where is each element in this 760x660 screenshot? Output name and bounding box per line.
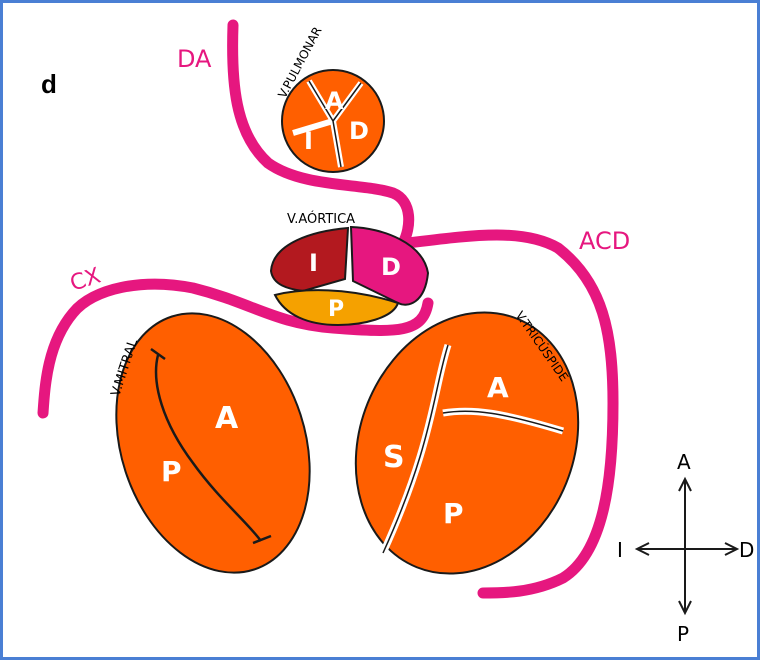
- aortic-valve: I D P: [271, 227, 428, 325]
- mitral-valve: A P: [84, 288, 341, 598]
- heart-valves-diagram: A I D V.PULMONAR I D P V.AÓRTICA A P V.M…: [3, 3, 757, 657]
- artery-label-da: DA: [177, 45, 212, 73]
- mitral-leaflet-a: A: [215, 401, 239, 436]
- tricuspid-leaflet-s: S: [383, 440, 405, 475]
- tricuspid-leaflet-p: P: [443, 497, 464, 530]
- mitral-leaflet-p: P: [161, 455, 182, 488]
- compass-posterior: P: [677, 622, 689, 646]
- compass-anterior: A: [677, 450, 691, 474]
- compass-right: D: [739, 538, 754, 562]
- artery-label-acd: ACD: [579, 227, 630, 255]
- pulmonary-leaflet-a: A: [325, 87, 344, 115]
- pulmonary-valve: A I D: [282, 70, 384, 172]
- pulmonary-leaflet-d: D: [349, 117, 369, 145]
- aortic-valve-title: V.AÓRTICA: [287, 211, 355, 227]
- aortic-leaflet-p: P: [328, 297, 344, 322]
- tricuspid-leaflet-a: A: [487, 371, 509, 404]
- compass-left: I: [617, 538, 623, 562]
- aortic-leaflet-d: D: [381, 253, 401, 281]
- aortic-leaflet-i: I: [309, 249, 318, 277]
- pulmonary-leaflet-i: I: [304, 127, 313, 155]
- orientation-compass: [637, 479, 737, 613]
